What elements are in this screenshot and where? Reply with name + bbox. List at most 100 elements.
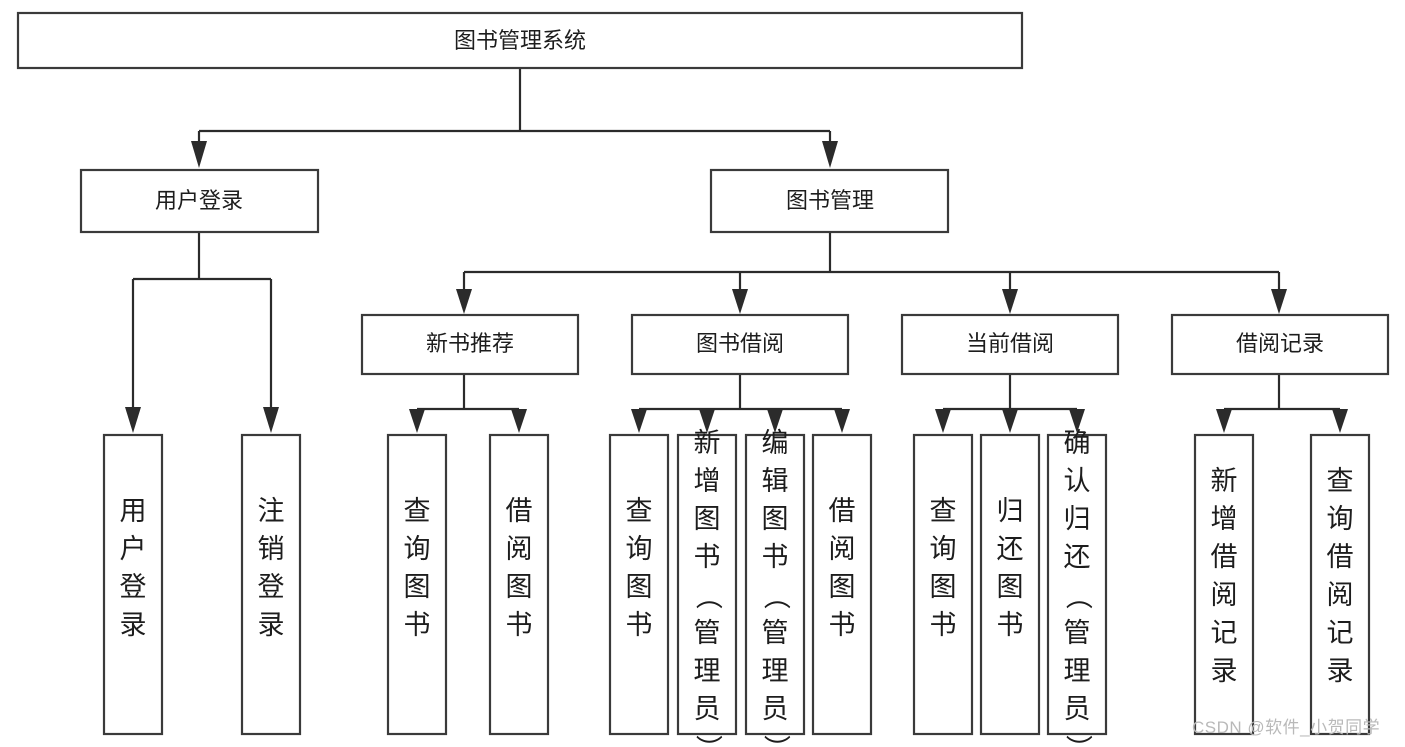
vertical-char: 记 [1327,618,1354,648]
node-root-label: 图书管理系统 [454,28,586,53]
leaf-box-logout[interactable] [240,433,302,736]
vertical-char: 认 [1064,466,1091,496]
node-root-box[interactable] [16,11,1024,70]
node-book-borrow[interactable]: 图书借阅 [630,313,850,376]
vertical-char: 还 [997,534,1024,564]
vertical-char: 理 [762,656,789,686]
edge-group-newbook-to-leaves [409,374,527,433]
vertical-char: 书 [829,610,856,640]
node-root-system[interactable]: 图书管理系统 [16,11,1024,70]
vertical-char: 查 [1327,466,1354,496]
node-borrow-record-box[interactable] [1170,313,1390,376]
leaf-box-user-login[interactable] [102,433,164,736]
node-user-login-box[interactable] [79,168,320,234]
leaf-box-borrow-book-nb[interactable] [488,433,550,736]
vertical-char: 书 [762,542,789,572]
vertical-char: 询 [626,534,653,564]
vertical-char: （ [1063,583,1093,610]
vertical-char: 询 [404,534,431,564]
node-borrow-record[interactable]: 借阅记录 [1170,313,1390,376]
arrow-head-bb-leaf-3 [767,409,783,433]
edge-group-bookmgmt-to-level3 [456,232,1287,314]
vertical-char: 询 [1327,504,1354,534]
vertical-char: 图 [626,572,653,602]
vertical-char: 辑 [762,466,789,496]
vertical-char: 图 [506,572,533,602]
leaf-box-return-book[interactable] [979,433,1041,736]
edge-group-currentborrow-to-leaves [935,374,1085,433]
arrow-head-bb-leaf-2 [699,409,715,433]
leaf-box-add-borrow-record[interactable] [1193,433,1255,736]
vertical-char: 阅 [829,534,856,564]
vertical-char: 阅 [1327,580,1354,610]
vertical-char: 阅 [1211,580,1238,610]
vertical-char: 理 [1064,656,1091,686]
arrow-head-borrow-record [1271,289,1287,314]
leaf-box-add-book-admin[interactable] [676,433,738,736]
node-book-management-label: 图书管理 [786,188,874,213]
vertical-char: 借 [506,496,533,526]
vertical-char: 书 [404,610,431,640]
leaf-box-confirm-return-admin[interactable] [1046,433,1108,736]
vertical-char: 书 [626,610,653,640]
vertical-char: 理 [694,656,721,686]
leaf-box-query-book-bb[interactable] [608,433,670,736]
node-current-borrow[interactable]: 当前借阅 [900,313,1120,376]
vertical-char: 录 [120,610,147,640]
node-current-borrow-label: 当前借阅 [966,331,1054,356]
vertical-char: 员 [762,694,789,724]
leaf-box-query-book-cb[interactable] [912,433,974,736]
arrow-head-nb-leaf-1 [409,409,425,433]
node-new-book-recommend-box[interactable] [360,313,580,376]
vertical-char: ） [761,735,791,747]
vertical-char: 管 [694,618,721,648]
node-current-borrow-box[interactable] [900,313,1120,376]
vertical-char: 新 [694,428,721,458]
arrow-head-leaf-logout [263,407,279,433]
node-user-login-label: 用户登录 [155,188,243,213]
vertical-char: （ [693,583,723,610]
edge-group-root-to-level2 [191,68,838,168]
node-book-borrow-label: 图书借阅 [696,331,784,356]
vertical-char: 归 [1064,504,1091,534]
arrow-head-book-borrow [732,289,748,314]
vertical-char: 增 [694,466,721,496]
arrow-head-cb-leaf-1 [935,409,951,433]
node-user-login[interactable]: 用户登录 [79,168,320,234]
node-book-management[interactable]: 图书管理 [709,168,950,234]
node-book-management-box[interactable] [709,168,950,234]
leaf-node-user-login[interactable]: 用户登录 [102,433,164,736]
vertical-char: 登 [120,572,147,602]
node-book-borrow-box[interactable] [630,313,850,376]
vertical-char: 书 [997,610,1024,640]
leaf-box-borrow-book-bb[interactable] [811,433,873,736]
vertical-char: 图 [829,572,856,602]
leaf-box-edit-book-admin[interactable] [744,433,806,736]
arrow-head-leaf-user-login [125,407,141,433]
arrow-head-user-login [191,141,207,168]
node-new-book-recommend[interactable]: 新书推荐 [360,313,580,376]
vertical-char: ） [1063,735,1093,747]
leaf-box-query-borrow-record[interactable] [1309,433,1371,736]
vertical-char: 图 [694,504,721,534]
leaf-box-query-book-nb[interactable] [386,433,448,736]
vertical-char: 图 [404,572,431,602]
